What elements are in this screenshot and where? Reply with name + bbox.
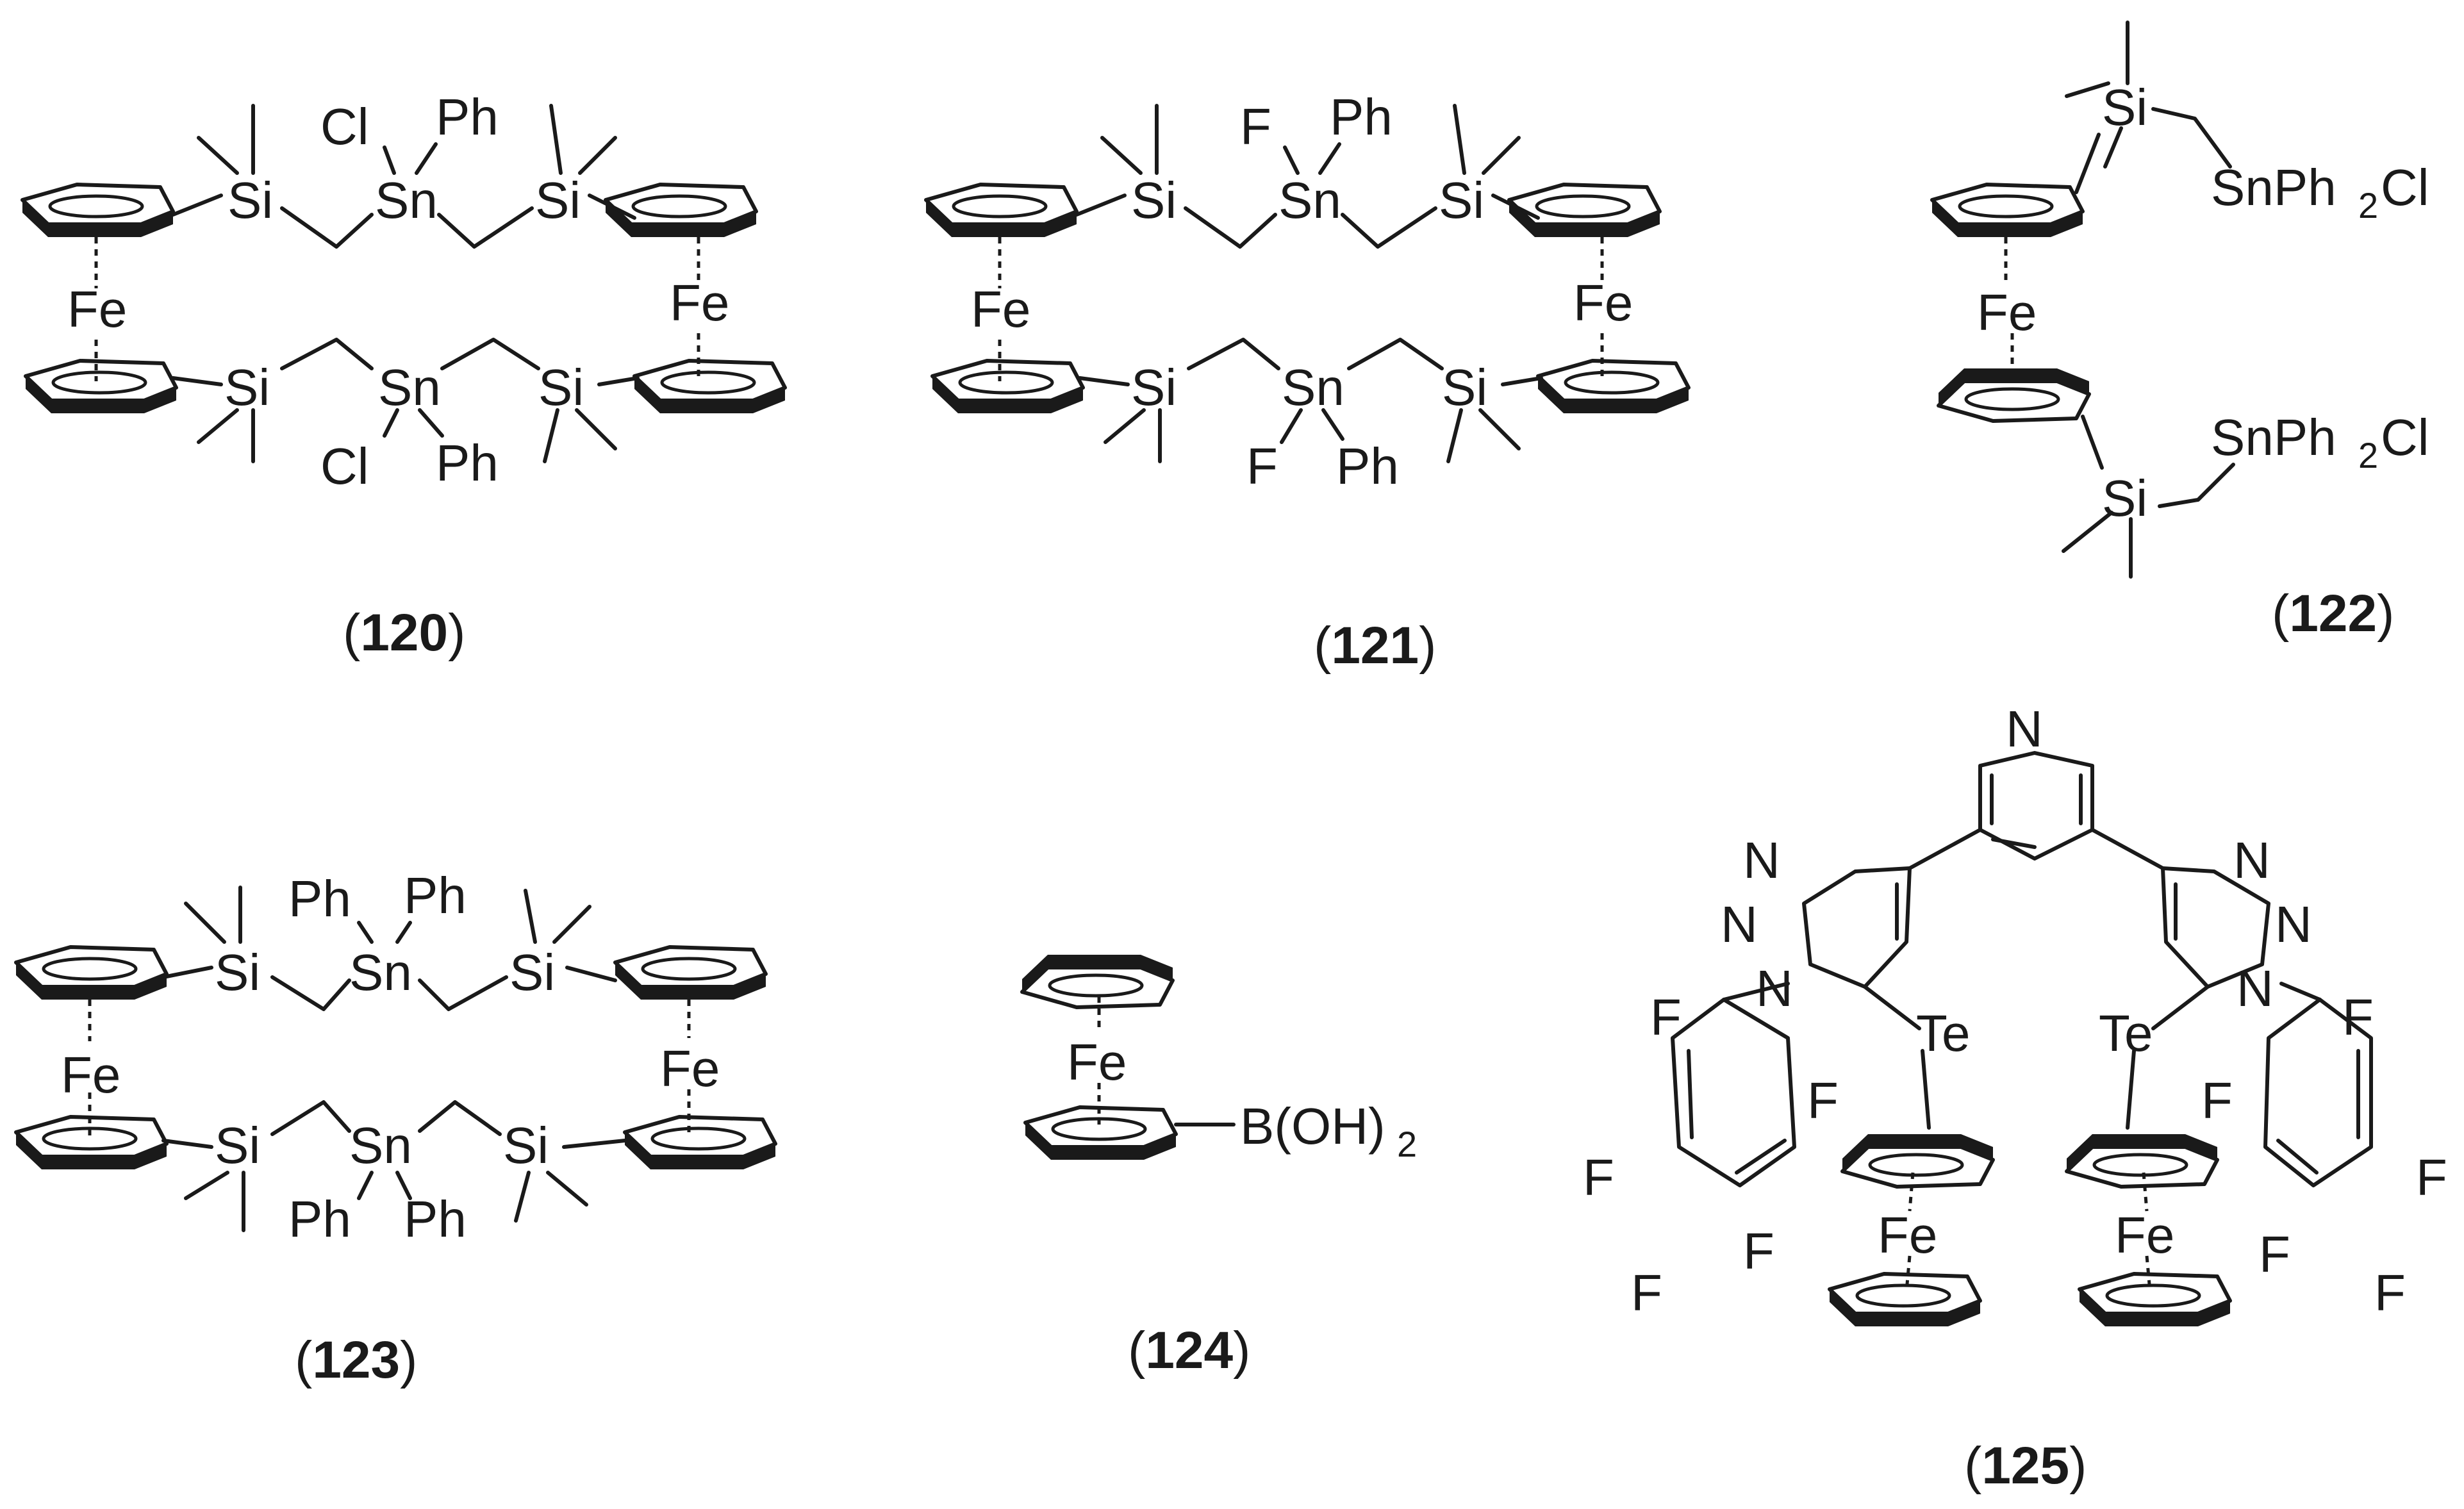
atom-label: Si	[1131, 359, 1177, 416]
atom-label: F	[1650, 989, 1682, 1046]
atom-label: N	[1743, 832, 1780, 889]
atom-label: Cl	[2381, 409, 2429, 466]
atom-label: F	[2416, 1149, 2447, 1206]
compound-121: F Ph Si Sn Si Fe Fe Si Sn Si F Ph (121)	[926, 88, 1689, 675]
atom-label: Ph	[288, 1191, 351, 1248]
atom-label: Sn	[1282, 359, 1344, 416]
atom-label: Fe	[1878, 1207, 1937, 1264]
atom-label: Si	[2102, 470, 2147, 527]
compound-label-123: (123)	[295, 1331, 417, 1389]
atom-label: B(OH)	[1240, 1098, 1385, 1155]
atom-subscript: 2	[2358, 435, 2378, 475]
atom-label: Sn	[349, 1117, 412, 1174]
atom-label: Sn	[378, 359, 441, 416]
atom-label: Fe	[971, 281, 1030, 338]
atom-subscript: 2	[2358, 185, 2378, 226]
atom-label: Fe	[67, 281, 127, 338]
atom-label: N	[2237, 960, 2274, 1017]
atom-label: Te	[2099, 1005, 2153, 1062]
atom-label: N	[2233, 832, 2270, 889]
atom-label: Ph	[1330, 88, 1393, 145]
atom-label: Ph	[436, 434, 499, 491]
atom-label: N	[1721, 896, 1758, 953]
atom-label: Cl	[2381, 159, 2429, 216]
atom-label: Si	[1442, 359, 1487, 416]
atom-label: N	[2006, 700, 2043, 757]
atom-subscript: 2	[1397, 1124, 1417, 1164]
atom-label: N	[1756, 960, 1793, 1017]
atom-label: Fe	[1977, 284, 2037, 341]
atom-label: F	[1631, 1264, 1662, 1321]
compound-label-121: (121)	[1314, 616, 1436, 675]
atom-label: SnPh	[2211, 409, 2336, 466]
atom-label: Fe	[1573, 274, 1633, 331]
atom-label: N	[2275, 896, 2312, 953]
compound-120: Cl Ph Si Sn Si Fe Fe Si Sn Si Cl Ph (120…	[22, 88, 785, 662]
atom-label: F	[2342, 989, 2374, 1046]
atom-label: Fe	[1067, 1034, 1127, 1091]
atom-label: Sn	[375, 172, 438, 229]
compound-123: Ph Ph Si Sn Si Fe Fe Si Sn Si Ph Ph (123…	[16, 867, 775, 1389]
compound-label-120: (120)	[343, 604, 465, 662]
atom-label: Fe	[660, 1040, 720, 1097]
atom-label: F	[1743, 1223, 1774, 1280]
atom-label: F	[2374, 1264, 2406, 1321]
atom-label: Sn	[1278, 172, 1341, 229]
compound-122: Si SnPh 2 Cl Fe SnPh 2 Cl Si (122)	[1932, 21, 2429, 643]
atom-label: Sn	[349, 944, 412, 1001]
atom-label: Fe	[61, 1046, 120, 1103]
atom-label: Ph	[288, 870, 351, 927]
atom-label: Ph	[404, 867, 467, 924]
atom-label: Si	[215, 944, 260, 1001]
atom-label: Fe	[2115, 1207, 2174, 1264]
atom-label: Te	[1916, 1005, 1971, 1062]
compound-label-122: (122)	[2272, 584, 2394, 643]
atom-label: Si	[215, 1117, 260, 1174]
atom-label: Si	[2102, 79, 2147, 136]
atom-label: F	[2201, 1072, 2233, 1129]
compound-label-124: (124)	[1128, 1321, 1250, 1380]
atom-label: F	[1807, 1072, 1839, 1129]
atom-label: Si	[503, 1117, 549, 1174]
atom-label: Cl	[320, 438, 369, 495]
atom-label: F	[1240, 98, 1271, 155]
atom-label: Si	[1131, 172, 1177, 229]
atom-label: Si	[538, 359, 584, 416]
atom-label: Si	[227, 172, 273, 229]
atom-label: SnPh	[2211, 159, 2336, 216]
atom-label: F	[1246, 438, 1278, 495]
atom-label: Si	[1439, 172, 1484, 229]
atom-label: Fe	[670, 274, 729, 331]
atom-label: Si	[509, 944, 555, 1001]
atom-label: Si	[224, 359, 270, 416]
atom-label: Ph	[1336, 438, 1399, 495]
compound-125: N N N N N N N Te Te Fe Fe F F F F F F F …	[1583, 700, 2447, 1495]
atom-label: F	[1583, 1149, 1614, 1206]
atom-label: F	[2259, 1226, 2290, 1283]
atom-label: Si	[535, 172, 581, 229]
compound-label-125: (125)	[1964, 1437, 2087, 1495]
atom-label: Cl	[320, 98, 369, 155]
compound-124: Fe B(OH) 2 (124)	[1022, 955, 1417, 1380]
atom-label: Ph	[404, 1191, 467, 1248]
atom-label: Ph	[436, 88, 499, 145]
